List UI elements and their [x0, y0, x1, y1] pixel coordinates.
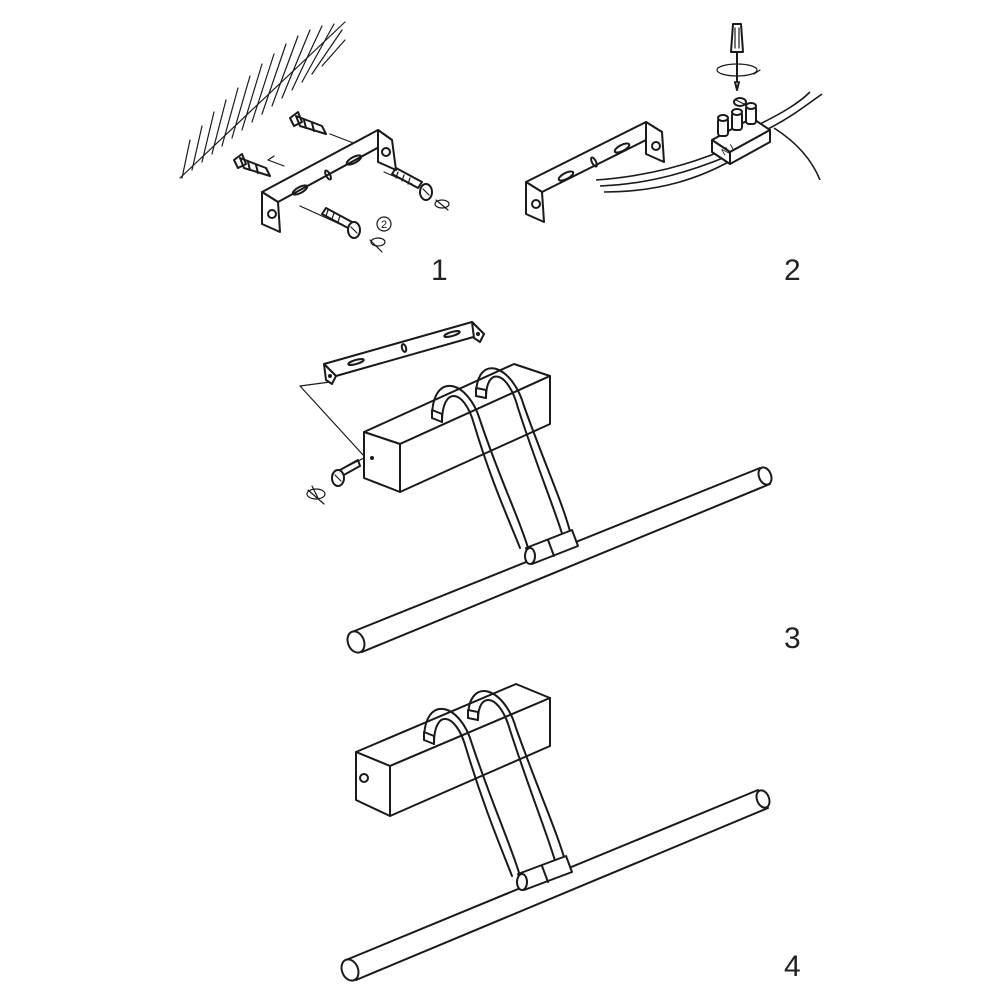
terminal-block: N L [711, 102, 771, 165]
step-number-2: 2 [784, 254, 801, 287]
wall-hatching [179, 21, 346, 179]
rotate-arrow-right [434, 199, 450, 211]
screw-right [383, 167, 433, 201]
guide-lines [299, 381, 365, 457]
arm-clamp [524, 529, 579, 565]
lamp-housing-box [363, 363, 551, 493]
lamp-bar-4 [340, 789, 771, 982]
mounting-bracket-1 [261, 129, 397, 233]
screwdriver-icon [716, 23, 761, 91]
screw-left [299, 205, 361, 239]
step-marker-label: 2 [381, 219, 387, 231]
step-1-illustration: 2 [179, 21, 450, 253]
wall-plug-upper [289, 111, 357, 145]
step-number-4: 4 [784, 950, 801, 983]
step-marker-circle: 2 [376, 216, 392, 232]
screw-3 [331, 457, 365, 487]
step-2-illustration: N L [525, 23, 823, 223]
lamp-arms [431, 367, 573, 549]
step-4-illustration [340, 683, 771, 982]
rotate-arrow-left [369, 237, 386, 253]
mounting-bracket-2 [525, 121, 665, 223]
supply-wires [595, 91, 823, 193]
lamp-arms-4 [423, 690, 567, 877]
lamp-housing-box-4 [355, 683, 551, 817]
step-number-3: 3 [784, 622, 801, 655]
step-3-illustration [299, 321, 773, 654]
wall-plug-lower [233, 153, 285, 177]
rotate-arrow-3 [306, 485, 326, 505]
mounting-bracket-3 [323, 321, 485, 385]
lamp-bar [346, 466, 773, 654]
arm-clamp-4 [516, 855, 573, 891]
step-number-1: 1 [431, 254, 448, 287]
terminal-screw [733, 97, 747, 107]
